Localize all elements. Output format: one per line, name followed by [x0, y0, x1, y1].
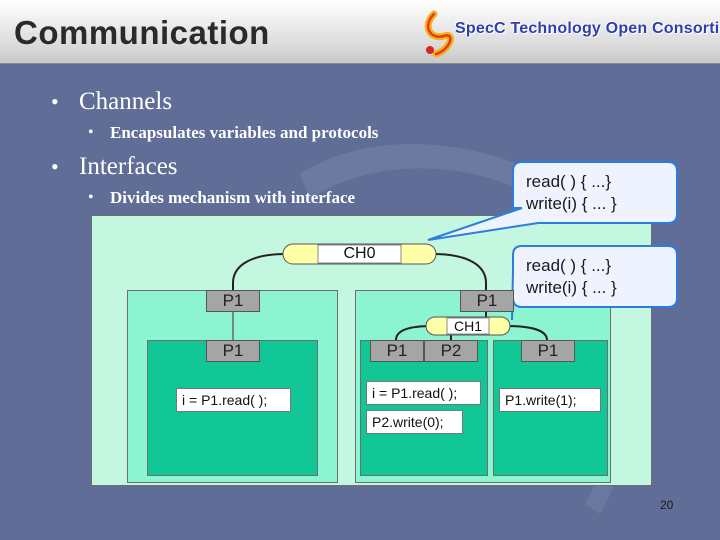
bullet-dot: • [88, 189, 94, 206]
callout-1-line-1: read( ) { ...} [526, 172, 612, 191]
channel-ch0-label: CH0 [343, 245, 376, 262]
outer-right-port: P1 [460, 290, 514, 312]
inner-right-port: P1 [521, 340, 575, 362]
channel-ch1-label: CH1 [453, 318, 482, 334]
code-right-write: P1.write(1); [499, 388, 601, 412]
bullet-divides: Divides mechanism with interface [110, 188, 356, 207]
page-number: 20 [660, 498, 674, 512]
logo-text: SpecC Technology Open Consortium [455, 20, 720, 37]
code-mid-write: P2.write(0); [366, 410, 463, 434]
outer-left-port: P1 [206, 290, 260, 312]
code-left-read: i = P1.read( ); [176, 388, 291, 412]
slide-header: Communication SpecC Technology Open Cons… [0, 0, 720, 64]
callout-1-line-2: write(i) { ... } [526, 194, 617, 213]
slide-title: Communication [14, 14, 270, 51]
callout-2-line-1: read( ) { ...} [526, 256, 612, 275]
code-mid-read: i = P1.read( ); [366, 381, 481, 405]
inner-left-port: P1 [206, 340, 260, 362]
bullet-dot: • [88, 124, 94, 141]
inner-mid-port-p2: P2 [424, 340, 478, 362]
inner-mid-behavior [360, 340, 488, 476]
specc-logo [424, 10, 454, 58]
inner-mid-port-p1: P1 [370, 340, 424, 362]
bullet-dot: • [51, 154, 59, 179]
bullet-dot: • [51, 89, 59, 114]
bullet-interfaces: Interfaces [79, 153, 178, 180]
bullet-encapsulates: Encapsulates variables and protocols [110, 123, 379, 142]
bullet-channels: Channels [79, 88, 173, 115]
callout-2-line-2: write(i) { ... } [526, 278, 617, 297]
